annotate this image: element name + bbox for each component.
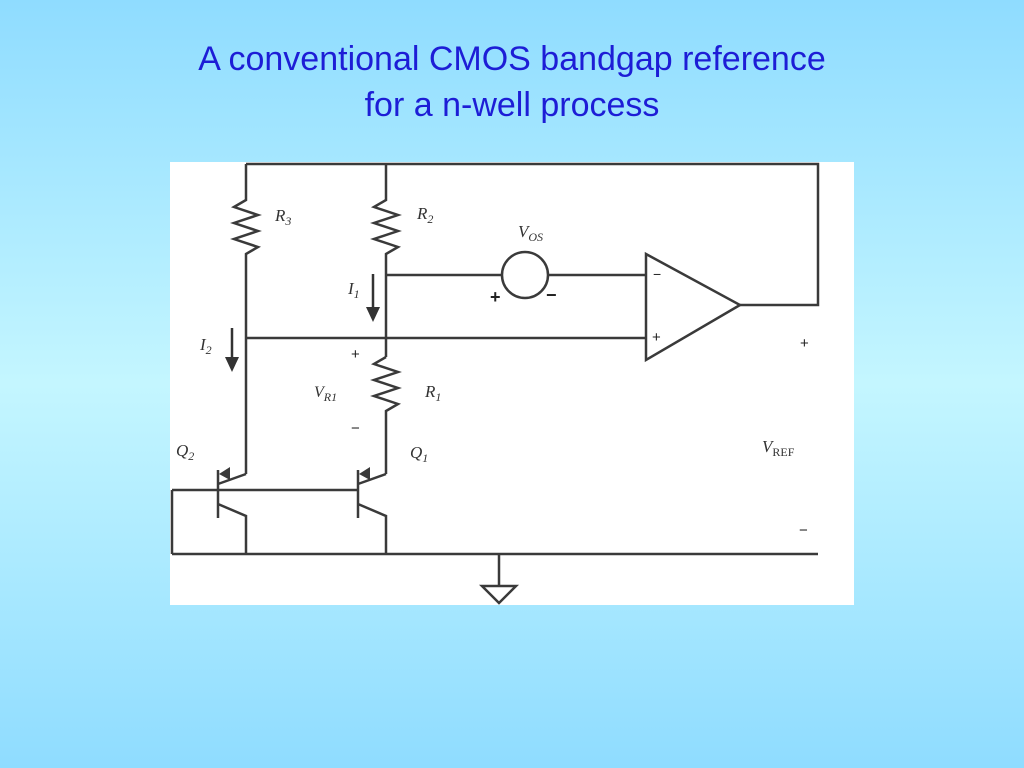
r3-resistor	[230, 164, 262, 474]
q2-label: Q2	[176, 441, 194, 463]
vr1-plus-sign: +	[351, 346, 360, 363]
r2-label: R2	[416, 204, 433, 226]
opamp-noninverting-sign: +	[652, 329, 661, 346]
opamp-inverting-sign: −	[653, 266, 661, 282]
vref-minus-sign: −	[799, 522, 808, 539]
vos-plus-sign: +	[490, 287, 501, 307]
base-tie-wire	[170, 488, 358, 554]
vr1-minus-sign: −	[351, 420, 360, 437]
ground-icon	[478, 584, 520, 605]
vref-label: VREF	[762, 437, 795, 459]
r1-resistor	[370, 355, 402, 474]
bandgap-circuit-diagram: R3 R2 R1 I1 I2 VOS + − + VR1 − Q2 Q1 − +…	[170, 162, 820, 605]
i2-label: I2	[199, 335, 212, 357]
q2-transistor	[216, 470, 248, 554]
title-line-1: A conventional CMOS bandgap reference	[198, 40, 826, 78]
circuit-panel: R3 R2 R1 I1 I2 VOS + − + VR1 − Q2 Q1 − +…	[170, 162, 854, 605]
r1-label: R1	[424, 382, 441, 404]
slide-title: A conventional CMOS bandgap reference fo…	[0, 36, 1024, 128]
title-line-2: for a n-well process	[364, 86, 660, 124]
i2-current-arrow	[225, 328, 239, 372]
q2-emitter-arrow	[219, 467, 230, 480]
q1-transistor	[356, 470, 388, 554]
q1-label: Q1	[410, 443, 428, 465]
r2-resistor	[370, 164, 402, 357]
vos-minus-sign: −	[546, 285, 557, 305]
r3-label: R3	[274, 206, 291, 228]
i1-label: I1	[347, 279, 360, 301]
vos-source-circle	[500, 250, 550, 300]
i1-current-arrow	[366, 274, 380, 322]
opamp-triangle	[644, 251, 743, 363]
vref-plus-sign: +	[800, 335, 809, 352]
vos-label: VOS	[518, 222, 543, 244]
vr1-label: VR1	[314, 384, 337, 404]
q1-emitter-arrow	[359, 467, 370, 480]
top-rail-wire	[246, 162, 820, 307]
